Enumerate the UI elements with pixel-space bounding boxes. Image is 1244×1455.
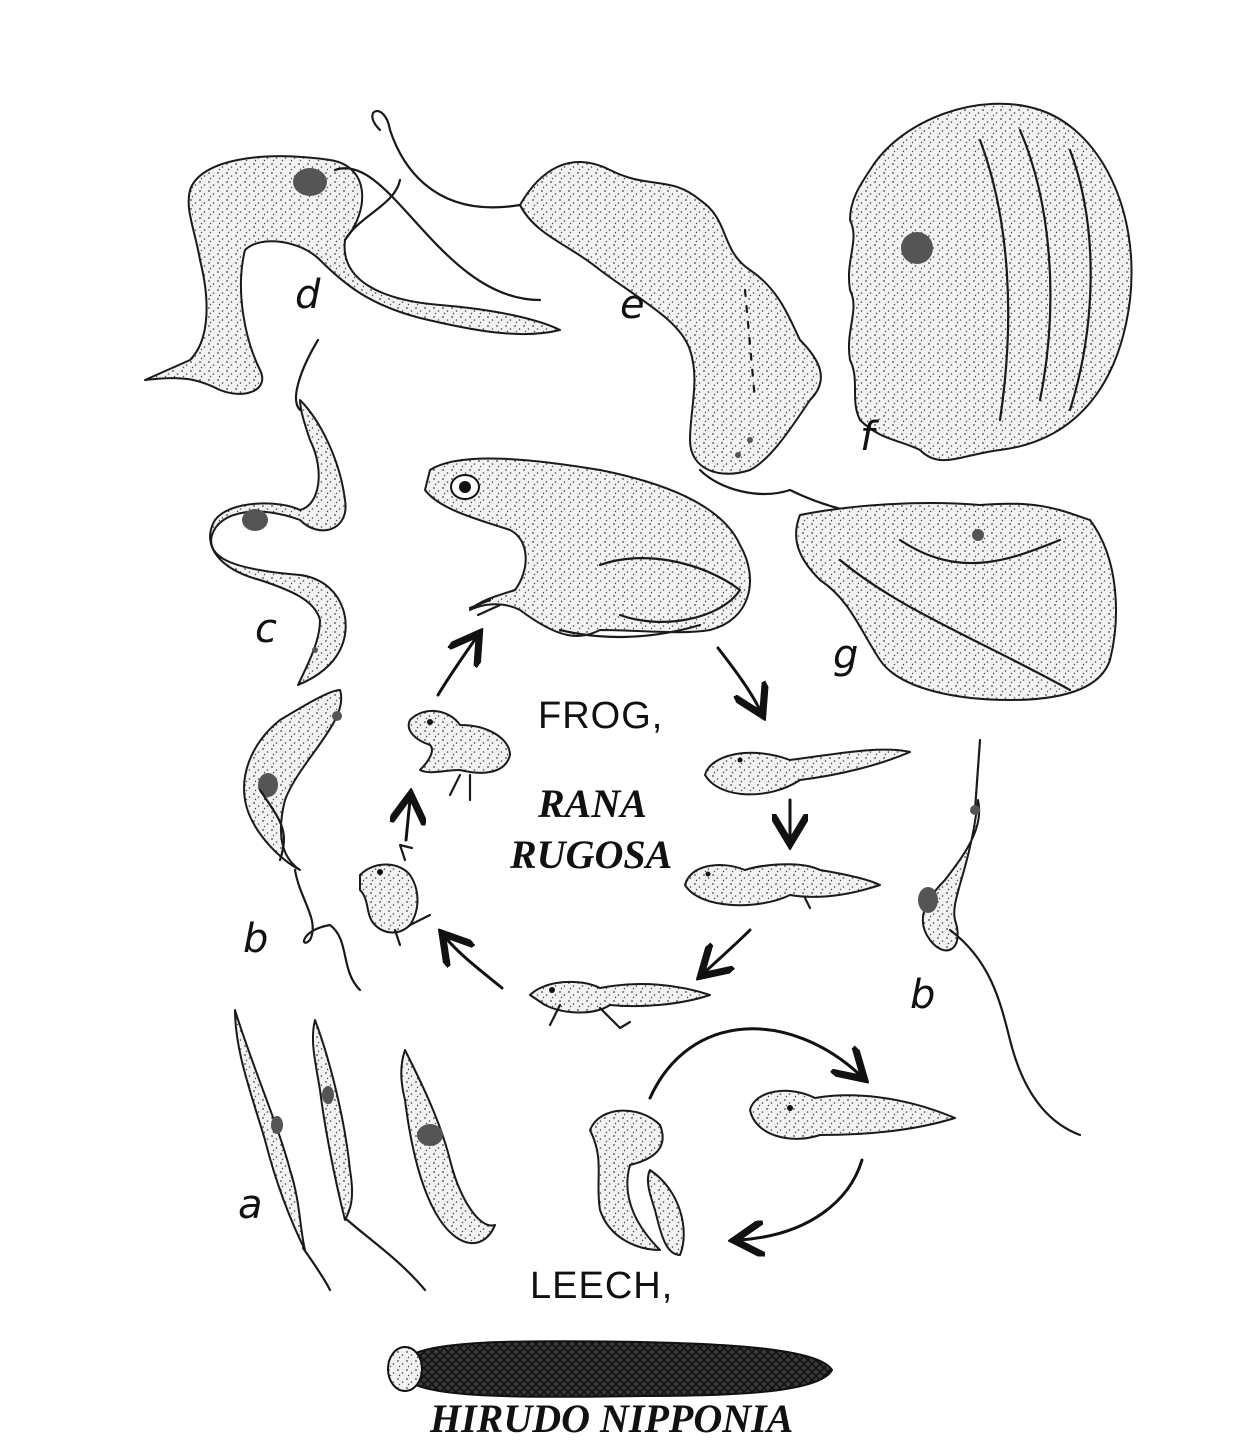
tadpole-1 xyxy=(705,750,910,795)
frog-scientific-line1: RANA xyxy=(537,781,647,826)
label-b-left: b xyxy=(243,916,268,962)
label-d: d xyxy=(295,272,321,318)
label-b-right: b xyxy=(910,972,935,1018)
label-a: a xyxy=(238,1182,263,1228)
adult-frog xyxy=(425,458,750,637)
label-e: e xyxy=(620,282,645,328)
frog-common-name: FROG, xyxy=(538,695,663,737)
frog-scientific-line2: RUGOSA xyxy=(509,832,672,877)
froglet xyxy=(409,711,510,800)
tadpole-with-legs xyxy=(530,982,710,1028)
leech xyxy=(388,1341,832,1397)
trypanosome-d xyxy=(145,156,560,394)
trypanosome-b-right xyxy=(918,740,1080,1135)
leech-on-tadpole xyxy=(590,1111,684,1255)
trypanosome-f xyxy=(849,104,1132,460)
label-g: g xyxy=(833,632,858,678)
leech-common-name: LEECH, xyxy=(530,1265,673,1307)
trypanosome-a-group xyxy=(235,1010,495,1290)
leech-scientific-name: HIRUDO NIPPONIA xyxy=(429,1396,793,1441)
label-c: c xyxy=(255,606,277,652)
tadpole-free xyxy=(750,1091,955,1139)
tadpole-2 xyxy=(685,864,880,908)
metamorphosing-froglet xyxy=(360,845,430,945)
